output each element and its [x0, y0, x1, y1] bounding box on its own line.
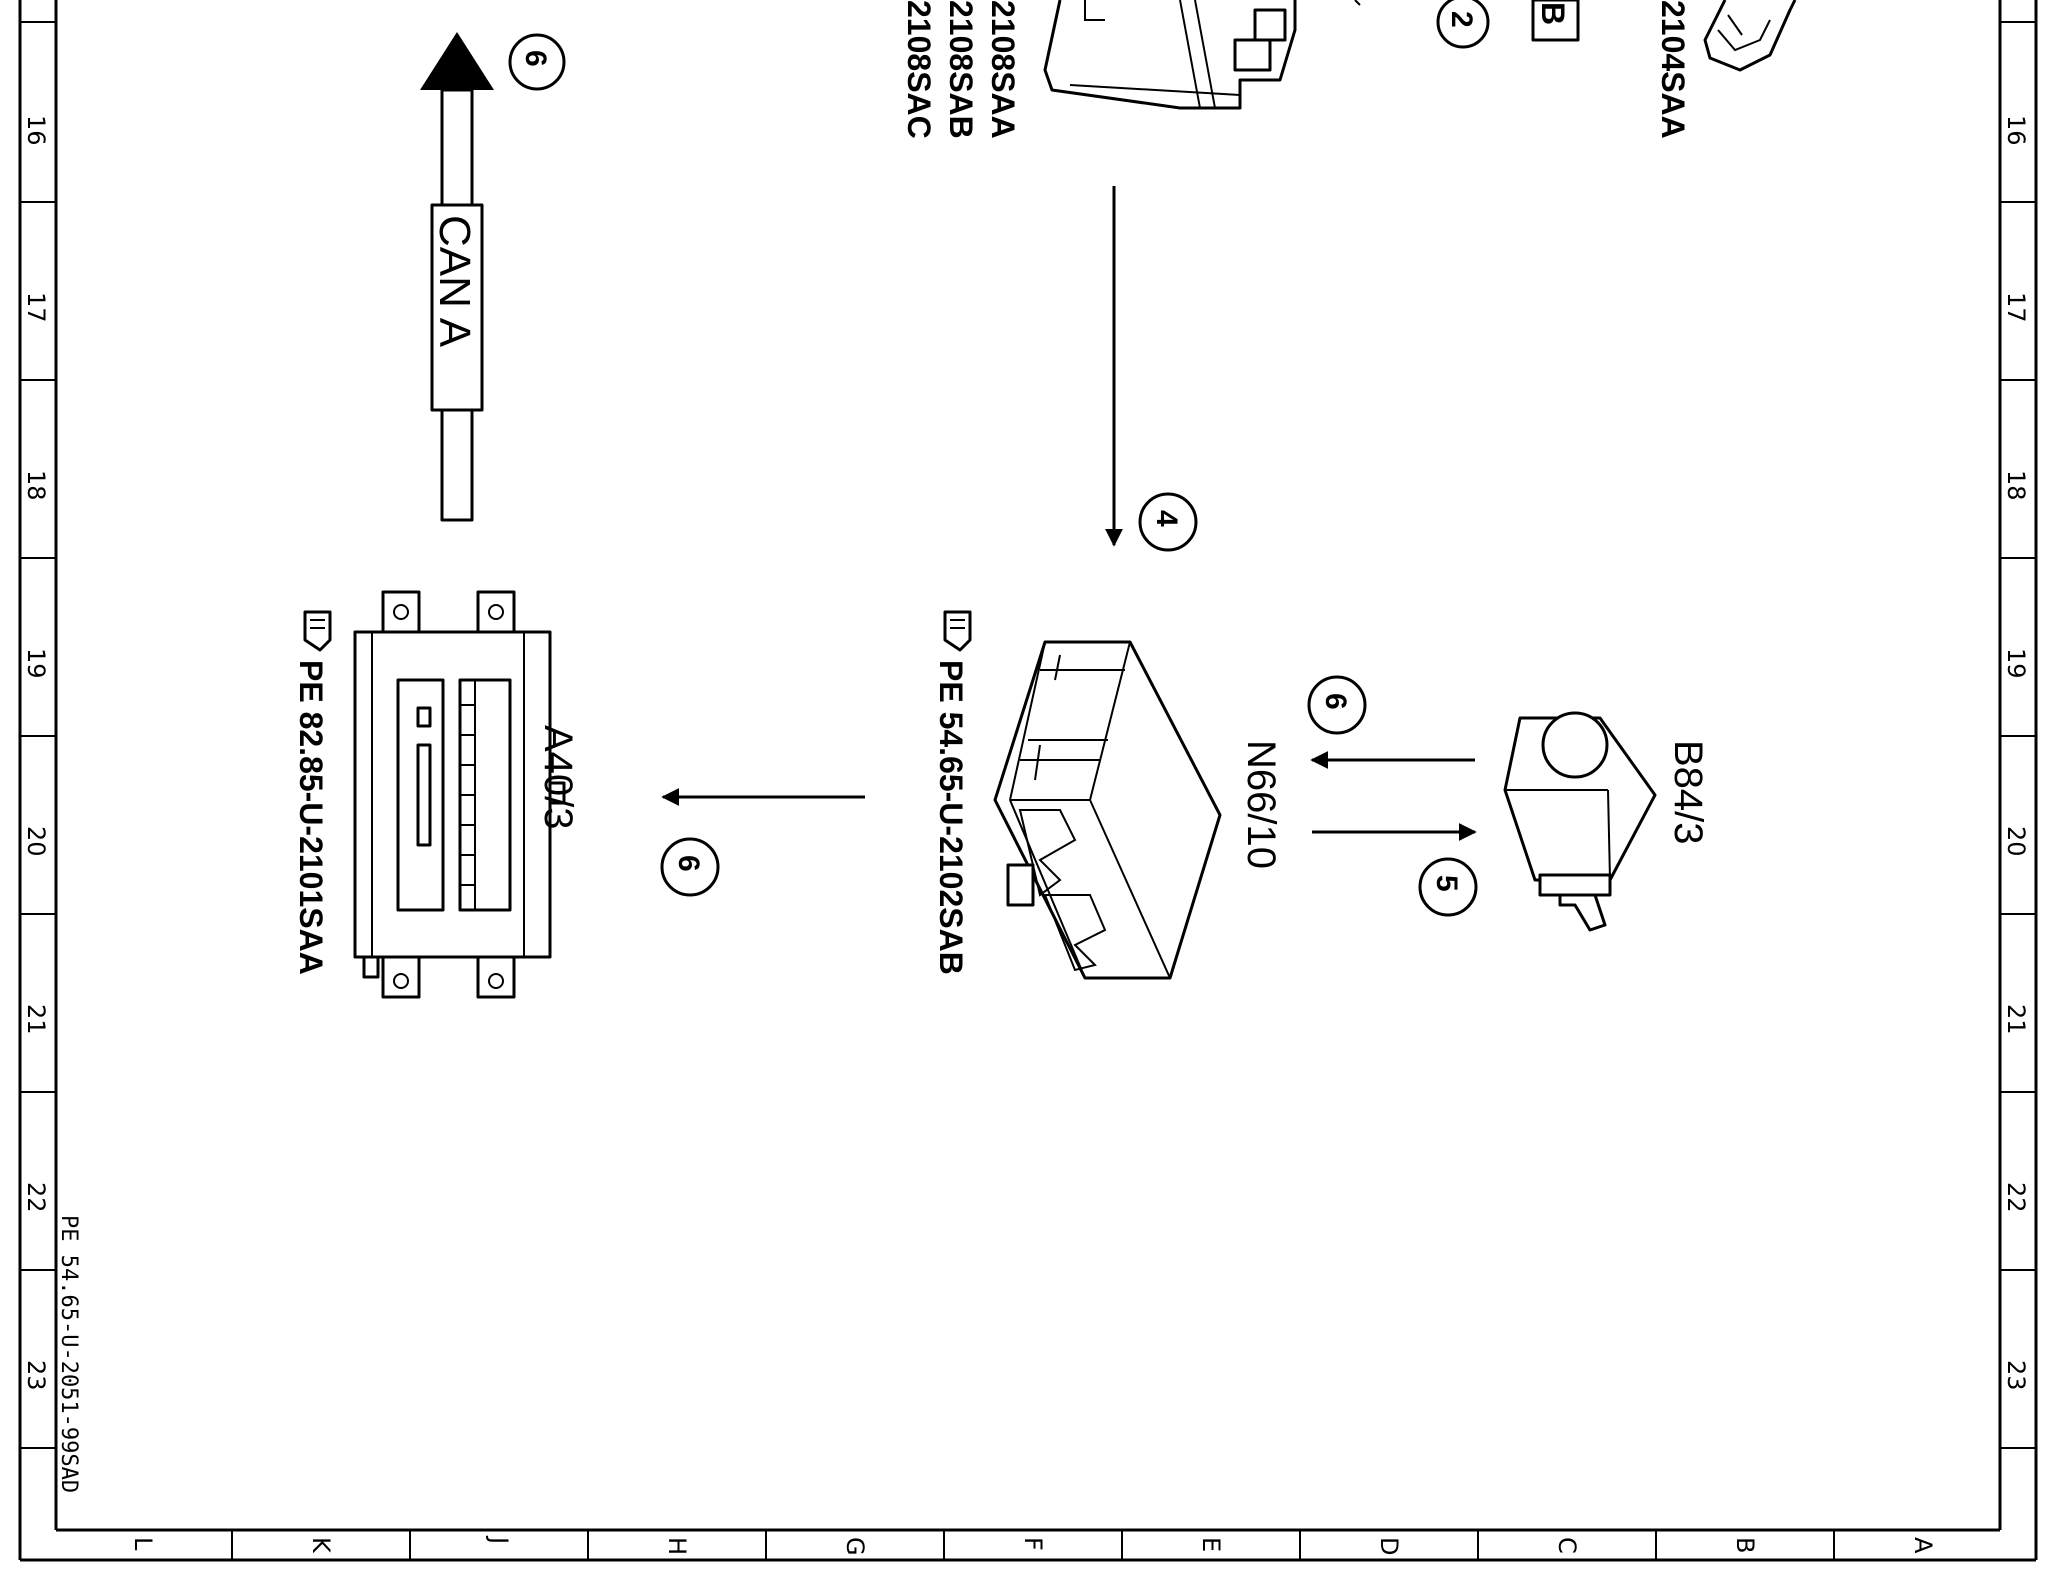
- ref-label-2104saa: 2104SAA: [1655, 0, 1691, 139]
- box-letter-b: B: [1531, 0, 1580, 42]
- ref-label-a40-3: PE 82.85-U-2101SAA: [293, 660, 329, 975]
- ref-label-2108saa: 2108SAA: [985, 0, 1021, 139]
- svg-text:6: 6: [672, 855, 705, 872]
- marker-6-mid: 6: [1307, 675, 1367, 735]
- drawing-frame: [18, 0, 2038, 1562]
- column-label: F: [1019, 1537, 1047, 1551]
- marker-2: 2: [1436, 0, 1490, 49]
- row-label: 23: [22, 1360, 50, 1391]
- hand-pointer-icon: [943, 610, 972, 652]
- column-label: G: [841, 1537, 869, 1556]
- can-bus-label: CAN A: [430, 215, 479, 348]
- svg-text:6: 6: [1319, 693, 1352, 710]
- component-b84-3: [1503, 711, 1657, 932]
- can-bus-arrow: [420, 32, 494, 522]
- row-label: 22: [2002, 1182, 2030, 1213]
- top-partial-connector: [1043, 0, 1361, 110]
- column-label: D: [1375, 1537, 1403, 1555]
- row-label: 20: [2002, 826, 2030, 857]
- svg-text:2: 2: [1445, 11, 1478, 28]
- column-label: A: [1909, 1537, 1937, 1554]
- row-label: 22: [22, 1182, 50, 1213]
- svg-text:6: 6: [519, 50, 552, 67]
- row-label: 21: [2002, 1004, 2030, 1035]
- row-label: 17: [2002, 292, 2030, 323]
- row-label: 20: [22, 826, 50, 857]
- column-label: H: [663, 1537, 691, 1555]
- column-label: L: [129, 1537, 157, 1551]
- row-label: 19: [22, 648, 50, 679]
- component-a40-3: [353, 590, 566, 999]
- row-labels-right: 16 17 18 19 20 21 22 23: [2002, 115, 2030, 1391]
- column-scale-bottom: [231, 1530, 1835, 1560]
- row-label: 16: [22, 115, 50, 146]
- drawing-number: PE 54.65-U-2051-99SAD: [56, 1215, 81, 1493]
- component-name-a40-3: A40/3: [536, 725, 580, 830]
- marker-4: 4: [1138, 492, 1198, 552]
- component-n66-10: [993, 640, 1222, 980]
- svg-text:B: B: [1535, 2, 1571, 25]
- marker-6-top: 6: [508, 33, 566, 91]
- marker-5: 5: [1418, 857, 1478, 917]
- column-label: J: [485, 1535, 513, 1544]
- row-label: 16: [2002, 115, 2030, 146]
- row-labels-left: 16 17 18 19 20 21 22 23: [22, 115, 50, 1391]
- marker-6-left: 6: [660, 837, 720, 897]
- row-scale-left: [20, 21, 56, 1449]
- row-label: 18: [2002, 470, 2030, 501]
- hand-pointer-icon: [303, 610, 332, 652]
- top-partial-key: [1703, 0, 1797, 72]
- row-label: 21: [22, 1004, 50, 1035]
- column-label: E: [1197, 1537, 1225, 1552]
- ref-label-2108sac: 2108SAC: [901, 0, 937, 139]
- component-name-n66-10: N66/10: [1239, 740, 1283, 869]
- component-name-b84-3: B84/3: [1666, 740, 1710, 845]
- row-label: 18: [22, 470, 50, 501]
- ref-label-n66-10: PE 54.65-U-2102SAB: [933, 660, 969, 975]
- ref-label-2108sab: 2108SAB: [943, 0, 979, 139]
- column-label: C: [1553, 1537, 1581, 1554]
- column-label: K: [307, 1537, 335, 1554]
- svg-text:4: 4: [1150, 510, 1183, 527]
- row-label: 17: [22, 292, 50, 323]
- row-label: 23: [2002, 1360, 2030, 1391]
- column-labels-bottom: L K J H G F E D C B A: [129, 1535, 1937, 1556]
- column-label: B: [1731, 1537, 1759, 1553]
- svg-text:5: 5: [1430, 875, 1463, 892]
- row-label: 19: [2002, 648, 2030, 679]
- row-scale-right: [2000, 21, 2036, 1449]
